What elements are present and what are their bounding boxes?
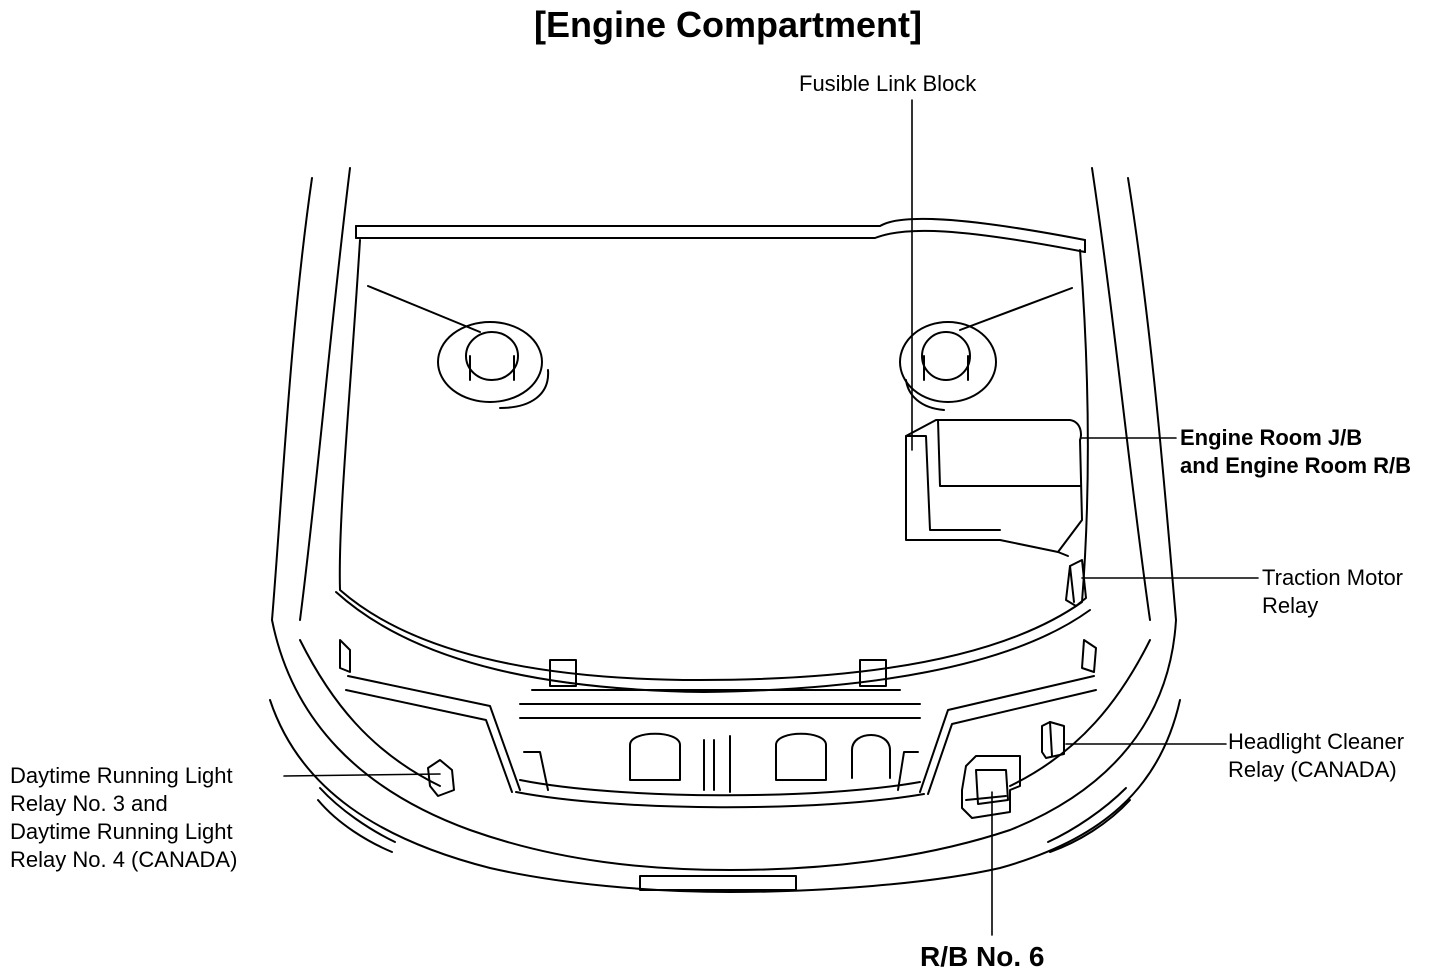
leader-lines [283,99,1259,936]
drl-relay-label: Daytime Running Light Relay No. 3 and Da… [10,763,238,872]
traction-motor-relay-label: Traction Motor Relay [1262,565,1404,618]
engine-room-jb-label: Engine Room J/B and Engine Room R/B [1180,425,1411,478]
hood-outline [335,217,1091,693]
fusible-link-block-label: Fusible Link Block [799,71,977,96]
traction-motor-relay-part [1065,559,1087,607]
strut-tower-left [367,285,550,409]
front-bumper [269,619,1181,893]
vehicle-body-outline [271,167,1177,621]
rb-no6-label: R/B No. 6 [920,941,1045,972]
engine-room-jb-box [905,419,1083,557]
headlight-cleaner-relay-part [1041,721,1065,759]
rb-no6-part [961,755,1021,819]
grille-area [339,639,1097,809]
drl-relay-part [427,759,455,797]
page-title: [Engine Compartment] [533,4,922,45]
strut-tower-right [899,287,1073,411]
headlight-cleaner-relay-label: Headlight Cleaner Relay (CANADA) [1228,729,1405,782]
